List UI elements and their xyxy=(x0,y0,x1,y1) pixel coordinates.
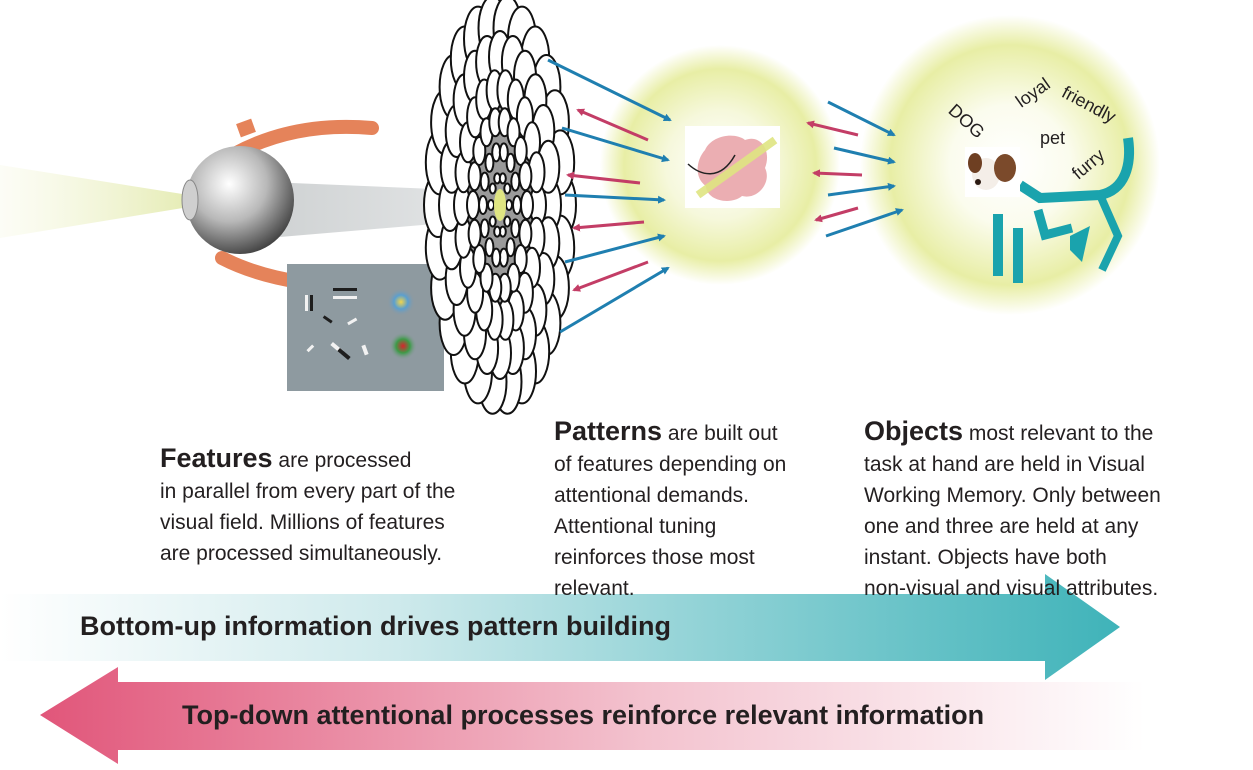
receptive-field-mosaic xyxy=(423,0,577,415)
feedback-arrow xyxy=(812,169,863,178)
receptive-field-cell xyxy=(512,195,522,215)
feedback-arrow xyxy=(576,108,649,142)
feedforward-arrow xyxy=(825,208,904,238)
receptive-field-cell xyxy=(498,142,509,163)
receptive-field-cell xyxy=(488,215,497,228)
dog-outline xyxy=(993,137,1134,283)
receptive-field-cell xyxy=(505,199,513,211)
feedforward-arrow xyxy=(564,233,666,264)
receptive-field-cell xyxy=(479,171,490,192)
bottom-up-label: Bottom-up information drives pattern bui… xyxy=(80,611,671,641)
receptive-field-cell xyxy=(518,218,533,249)
feedforward-arrow xyxy=(833,146,896,165)
objects-caption: Objects most relevant to the task at han… xyxy=(864,385,1244,604)
dog-word-pet: pet xyxy=(1040,128,1066,148)
receptive-field-cell xyxy=(466,190,480,220)
light-beam xyxy=(0,165,195,238)
receptive-field-cell xyxy=(479,218,490,239)
receptive-field-cell xyxy=(484,152,495,173)
receptive-field-cell xyxy=(484,237,495,258)
feedback-arrow xyxy=(572,260,649,292)
feedback-arrow xyxy=(572,220,645,232)
receptive-field-cell xyxy=(505,152,516,173)
patterns-lead: Patterns xyxy=(554,416,663,446)
patterns-caption: Patterns are built out of features depen… xyxy=(554,385,854,604)
receptive-field-cell xyxy=(493,225,502,238)
feature-detector-panel xyxy=(287,264,444,391)
features-text: are processed in parallel from every par… xyxy=(160,449,456,565)
receptive-field-cell xyxy=(488,182,497,195)
pattern-thumbnail xyxy=(685,126,780,208)
receptive-field-cell xyxy=(510,171,521,192)
receptive-field-cell xyxy=(467,218,482,249)
feedforward-arrow xyxy=(547,58,672,122)
receptive-field-cell xyxy=(498,172,507,185)
receptive-field-cell xyxy=(478,195,488,215)
feedback-arrow xyxy=(566,171,641,185)
receptive-field-cell xyxy=(491,247,502,268)
fovea xyxy=(494,189,506,221)
feedforward-arrow xyxy=(561,126,670,163)
object-arrows xyxy=(806,100,904,238)
top-down-label: Top-down attentional processes reinforce… xyxy=(182,700,985,730)
cornea xyxy=(181,179,199,221)
eye-muscle-tab xyxy=(236,118,256,138)
receptive-field-cell xyxy=(503,182,512,195)
features-lead: Features xyxy=(160,443,273,473)
objects-lead: Objects xyxy=(864,416,964,446)
receptive-field-cell xyxy=(505,237,516,258)
top-down-arrow xyxy=(40,667,1145,764)
patterns-text: are built out of features depending on a… xyxy=(554,422,787,600)
receptive-field-cell xyxy=(520,190,534,220)
objects-text: most relevant to the task at hand are he… xyxy=(864,422,1161,600)
feedforward-arrow xyxy=(559,266,670,334)
dog-photo xyxy=(965,147,1020,197)
receptive-field-cell xyxy=(472,244,487,274)
receptive-field-cell xyxy=(518,161,533,192)
feedforward-arrow xyxy=(827,182,896,197)
feedforward-arrow xyxy=(564,193,666,204)
bottom-up-arrow xyxy=(0,574,1120,680)
receptive-field-cell xyxy=(487,199,495,211)
feedforward-arrow xyxy=(827,100,896,137)
pattern-arrows xyxy=(547,58,672,334)
receptive-field-cell xyxy=(510,218,521,239)
feedback-arrow xyxy=(806,120,859,137)
receptive-field-cell xyxy=(467,161,482,192)
feedback-arrow xyxy=(814,206,859,223)
features-caption: Features are processed in parallel from … xyxy=(160,412,540,569)
eyeball xyxy=(186,146,294,254)
receptive-field-cell xyxy=(513,136,528,166)
receptive-field-cell xyxy=(503,215,512,228)
